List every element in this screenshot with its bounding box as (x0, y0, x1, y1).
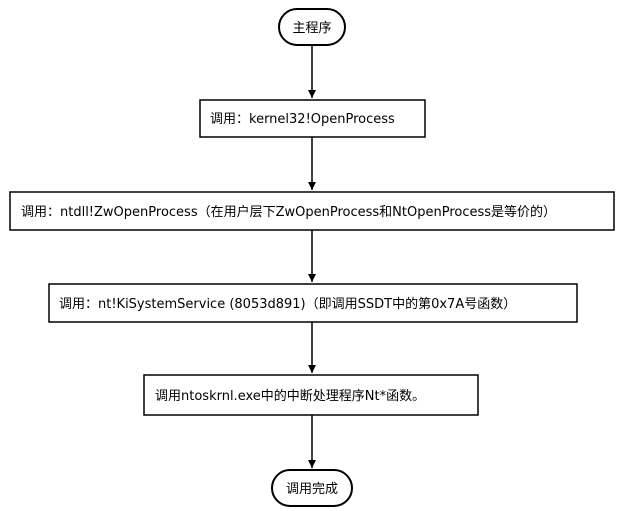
end-terminal-label: 调用完成 (286, 482, 338, 497)
process-step-3-label: 调用：nt!KiSystemService (8053d891)（即调用SSDT… (59, 296, 516, 312)
start-terminal-label: 主程序 (292, 21, 331, 36)
process-step-4-box (143, 374, 479, 416)
process-step-4-label: 调用ntoskrnl.exe中的中断处理程序Nt*函数。 (155, 388, 425, 404)
process-step-1-label: 调用：kernel32!OpenProcess (210, 112, 395, 127)
process-step-3-box (48, 283, 578, 323)
process-step-1-box (199, 99, 426, 138)
process-step-2-label: 调用：ntdll!ZwOpenProcess（在用户层下ZwOpenProces… (21, 204, 556, 220)
end-terminal-shape (271, 469, 353, 507)
